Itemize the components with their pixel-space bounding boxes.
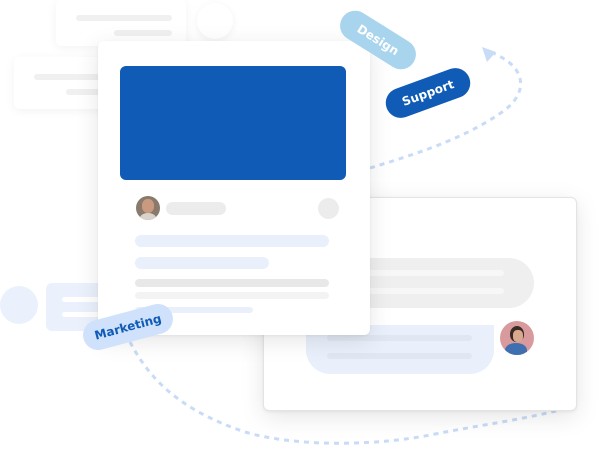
skeleton-line xyxy=(62,312,106,317)
skeleton-line xyxy=(76,15,172,21)
avatar-face xyxy=(142,199,154,213)
post-options-button[interactable] xyxy=(318,198,339,219)
skeleton-line xyxy=(327,335,472,341)
ghost-avatar-circle-left xyxy=(0,286,38,324)
post-title-skeleton xyxy=(135,235,329,247)
ghost-message-card-left xyxy=(14,57,114,109)
arrowhead-icon xyxy=(482,47,496,62)
post-link-skeleton xyxy=(135,307,253,313)
avatar-shirt xyxy=(140,213,156,220)
skeleton-line xyxy=(62,297,106,302)
skeleton-line xyxy=(66,89,110,95)
avatar-face xyxy=(513,330,523,342)
reply-avatar[interactable] xyxy=(500,321,534,355)
post-media-placeholder[interactable] xyxy=(120,66,346,180)
post-card xyxy=(98,41,370,335)
skeleton-line xyxy=(34,74,110,80)
skeleton-line xyxy=(344,288,504,294)
ghost-avatar-circle xyxy=(197,3,233,39)
ghost-message-card-top xyxy=(56,0,186,46)
skeleton-line xyxy=(327,353,472,359)
avatar-shirt xyxy=(505,343,527,355)
skeleton-line xyxy=(344,270,504,276)
author-name-skeleton xyxy=(166,202,226,215)
skeleton-line xyxy=(114,30,172,36)
post-subtitle-skeleton xyxy=(135,257,269,269)
post-text-skeleton xyxy=(135,292,329,299)
author-avatar[interactable] xyxy=(136,196,160,220)
post-text-skeleton xyxy=(135,279,329,287)
